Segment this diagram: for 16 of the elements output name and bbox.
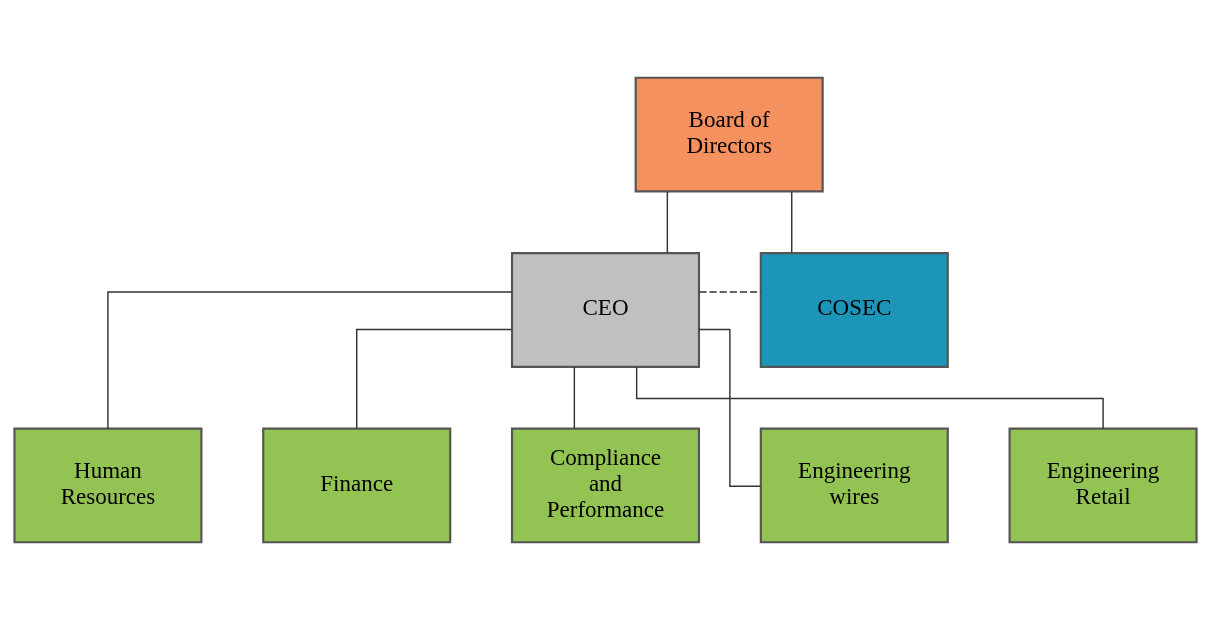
connector — [666, 190, 669, 254]
connector — [573, 366, 576, 429]
connector — [698, 291, 762, 293]
node-box: Engineering wires — [759, 427, 949, 544]
node-box: Engineering Retail — [1008, 427, 1198, 544]
node-box: CEO — [510, 252, 701, 368]
connector — [698, 328, 762, 487]
node-box: Compliance and Performance — [510, 427, 701, 544]
connector — [791, 190, 793, 254]
node-box: COSEC — [759, 252, 949, 368]
node-box: Board of Directors — [634, 76, 824, 193]
connector — [635, 366, 1104, 430]
node-box: Human Resources — [13, 427, 203, 544]
connector — [356, 328, 513, 429]
connector — [107, 291, 513, 430]
node-box: Finance — [262, 427, 452, 544]
